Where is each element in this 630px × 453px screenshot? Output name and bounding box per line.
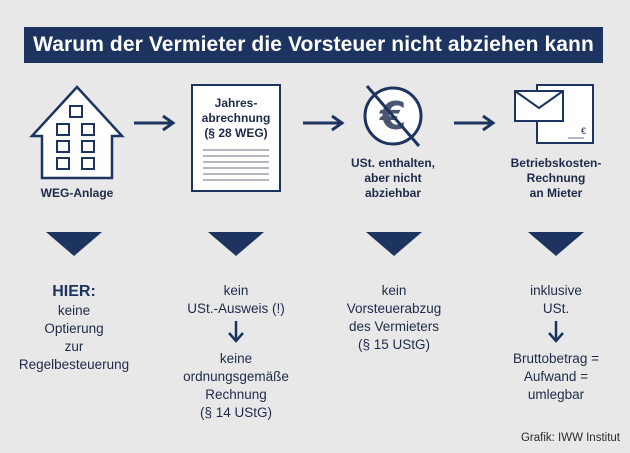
- column-text: inklusive USt.: [530, 283, 582, 316]
- crossed-euro-icon: €: [361, 84, 425, 148]
- triangle-down-icon: [528, 232, 584, 256]
- column-text: keine Optierung zur Regelbesteuerung: [18, 303, 130, 372]
- arrow-down-icon: [548, 321, 564, 343]
- column-text: kein Vorsteuerabzug des Vermieters (§ 15…: [346, 283, 442, 352]
- page-title: Warum der Vermieter die Vorsteuer nicht …: [24, 27, 603, 63]
- envelope-icon: [514, 90, 564, 122]
- document-line: (§ 28 WEG): [204, 126, 268, 140]
- step-label-weg-anlage: WEG-Anlage: [40, 186, 114, 200]
- arrow-down-icon: [228, 321, 244, 343]
- source-credit: Grafik: IWW Institut: [520, 432, 620, 444]
- step-label-betriebskosten: Betriebskosten- Rechnung an Mieter: [510, 156, 602, 200]
- document-line: abrechnung: [201, 111, 271, 125]
- hier-lead: HIER:: [52, 283, 96, 300]
- column-text: kein USt.-Ausweis (!): [187, 283, 285, 316]
- step-label-ust: USt. enthalten, aber nicht abziehbar: [350, 156, 435, 200]
- arrow-right-icon: [134, 114, 176, 132]
- triangle-down-icon: [208, 232, 264, 256]
- envelope-invoice-icon: €: [514, 82, 598, 148]
- column-consequence: Bruttobetrag = Aufwand = umlegbar: [513, 351, 599, 402]
- invoice-euro-symbol: €: [580, 126, 586, 136]
- document-text-lines: [203, 149, 269, 181]
- triangle-down-icon: [46, 232, 102, 256]
- document-line: Jahres-: [214, 96, 258, 110]
- column-consequence: keine ordnungsgemäße Rechnung (§ 14 UStG…: [183, 351, 289, 420]
- house-icon: [29, 85, 125, 180]
- document-icon: Jahres- abrechnung (§ 28 WEG): [191, 84, 281, 192]
- arrow-right-icon: [454, 114, 496, 132]
- arrow-right-icon: [303, 114, 345, 132]
- triangle-down-icon: [366, 232, 422, 256]
- column-hier: HIER: keine Optierung zur Regelbesteueru…: [4, 282, 144, 374]
